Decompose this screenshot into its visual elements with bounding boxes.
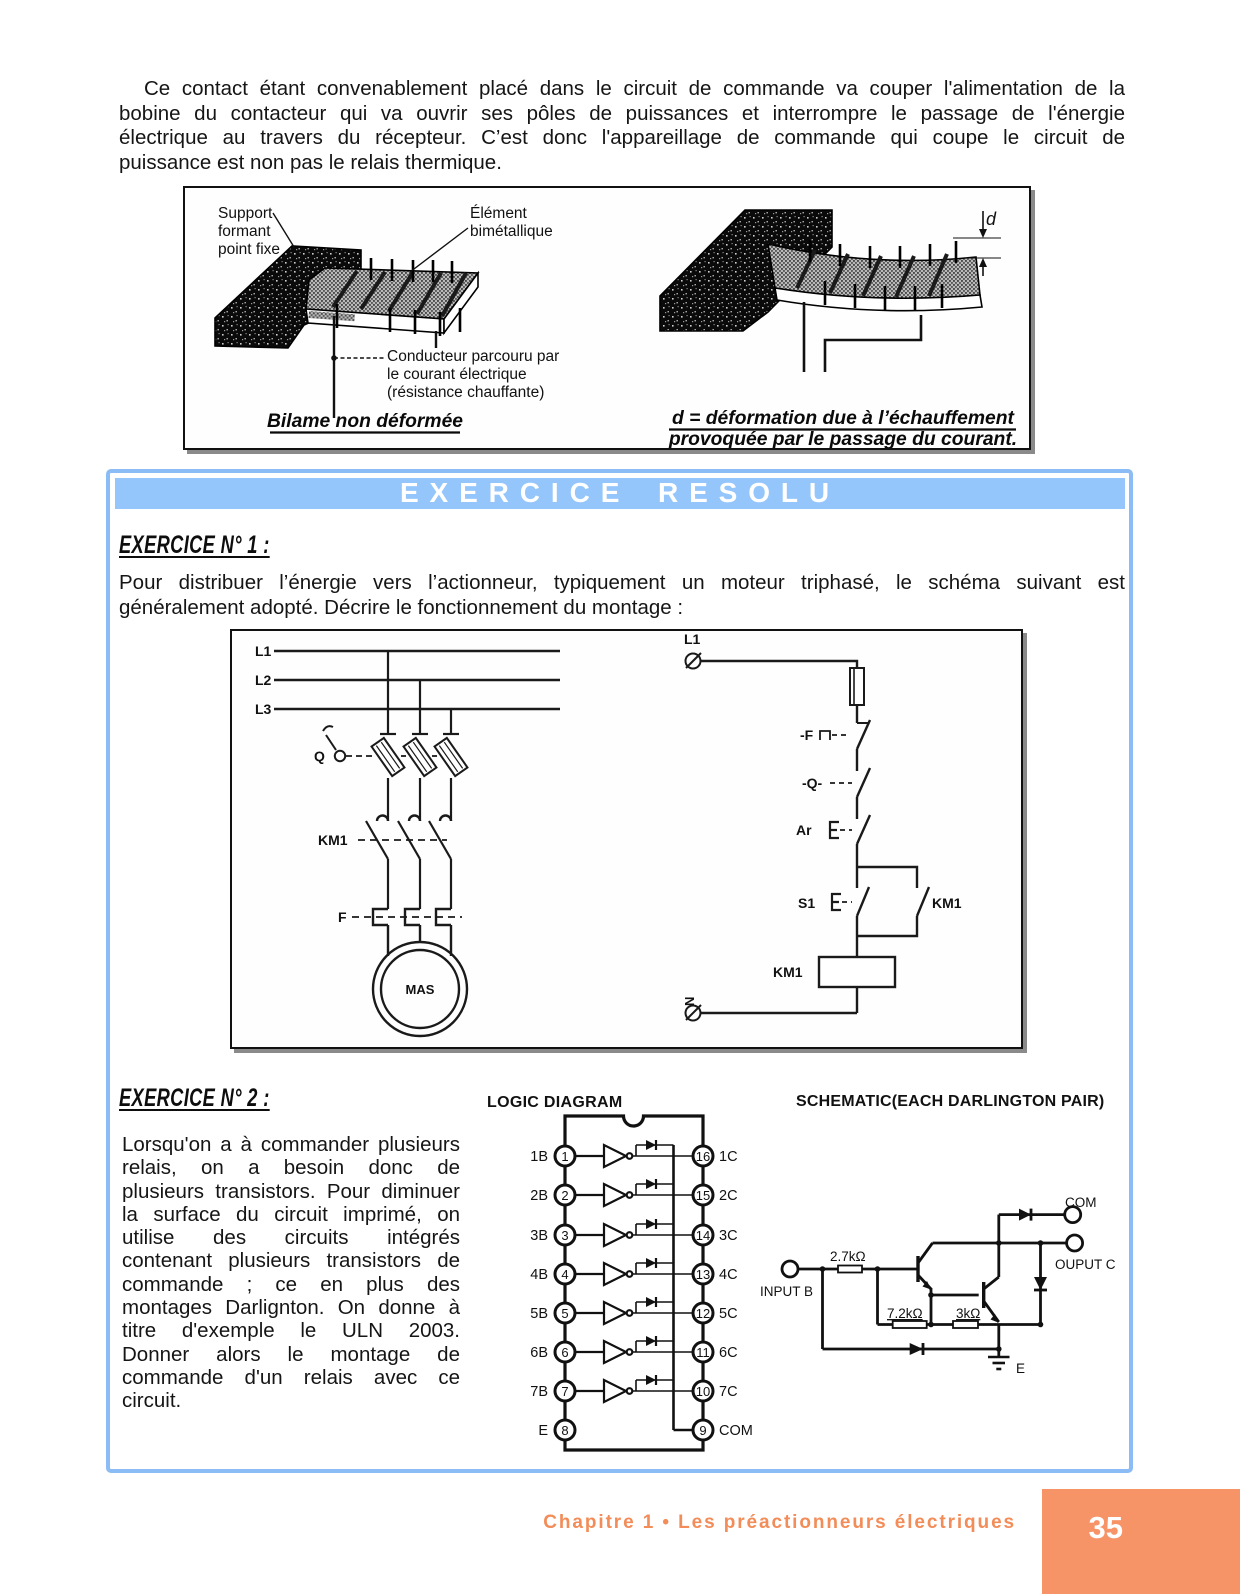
svg-text:d = déformation due à l’échauf: d = déformation due à l’échauffement — [672, 408, 1016, 429]
svg-text:S1: S1 — [798, 895, 815, 911]
svg-text:7: 7 — [561, 1384, 568, 1399]
svg-text:(résistance chauffante): (résistance chauffante) — [387, 384, 544, 401]
svg-text:F: F — [338, 909, 347, 925]
svg-text:-F: -F — [800, 727, 814, 743]
svg-text:le courant électrique: le courant électrique — [387, 366, 527, 383]
svg-text:INPUT B: INPUT B — [760, 1284, 813, 1299]
svg-text:6B: 6B — [530, 1345, 548, 1361]
svg-text:4B: 4B — [530, 1267, 548, 1283]
svg-text:L3: L3 — [255, 701, 272, 717]
svg-text:E: E — [1016, 1361, 1025, 1376]
svg-text:7B: 7B — [530, 1384, 548, 1400]
svg-text:5B: 5B — [530, 1306, 548, 1322]
svg-text:MAS: MAS — [406, 982, 435, 997]
svg-text:8: 8 — [561, 1423, 568, 1438]
svg-text:2.7kΩ: 2.7kΩ — [830, 1249, 866, 1264]
svg-text:L2: L2 — [255, 672, 272, 688]
svg-text:L1: L1 — [255, 643, 272, 659]
svg-text:3kΩ: 3kΩ — [956, 1306, 980, 1321]
svg-text:KM1: KM1 — [318, 832, 348, 848]
svg-text:provoquée par le passage du co: provoquée par le passage du courant. — [668, 429, 1017, 448]
svg-text:10: 10 — [696, 1384, 710, 1399]
svg-text:6: 6 — [561, 1345, 568, 1360]
svg-text:2: 2 — [561, 1188, 568, 1203]
svg-text:Bilame non déformée: Bilame non déformée — [267, 411, 463, 432]
svg-text:OUPUT C: OUPUT C — [1055, 1257, 1116, 1272]
svg-text:1C: 1C — [719, 1149, 738, 1165]
svg-text:6C: 6C — [719, 1345, 738, 1361]
svg-text:KM1: KM1 — [932, 895, 962, 911]
svg-text:Q: Q — [314, 748, 325, 764]
svg-text:formant: formant — [218, 223, 271, 240]
svg-text:3C: 3C — [719, 1228, 738, 1244]
svg-text:7C: 7C — [719, 1384, 738, 1400]
svg-text:2C: 2C — [719, 1188, 738, 1204]
svg-text:Élément: Élément — [470, 205, 528, 222]
svg-text:N: N — [682, 997, 697, 1006]
svg-text:LOGIC DIAGRAM: LOGIC DIAGRAM — [487, 1094, 622, 1111]
svg-text:11: 11 — [696, 1345, 710, 1360]
svg-text:Ar: Ar — [796, 822, 812, 838]
svg-text:1B: 1B — [530, 1149, 548, 1165]
svg-text:4C: 4C — [719, 1267, 738, 1283]
svg-text:COM: COM — [1065, 1195, 1097, 1210]
svg-text:-Q-: -Q- — [802, 775, 823, 791]
svg-text:Support: Support — [218, 205, 273, 222]
svg-text:L1: L1 — [684, 631, 701, 647]
svg-text:Conducteur parcouru par: Conducteur parcouru par — [387, 348, 559, 365]
svg-text:15: 15 — [696, 1188, 710, 1203]
svg-text:7.2kΩ: 7.2kΩ — [887, 1306, 923, 1321]
svg-text:2B: 2B — [530, 1188, 548, 1204]
svg-text:d: d — [986, 209, 997, 229]
svg-text:1: 1 — [561, 1149, 568, 1164]
svg-text:14: 14 — [696, 1228, 710, 1243]
svg-text:3B: 3B — [530, 1228, 548, 1244]
svg-text:COM: COM — [719, 1423, 753, 1439]
svg-text:16: 16 — [696, 1149, 710, 1164]
svg-text:E: E — [538, 1423, 548, 1439]
svg-text:4: 4 — [561, 1267, 568, 1282]
svg-text:5C: 5C — [719, 1306, 738, 1322]
svg-text:13: 13 — [696, 1267, 710, 1282]
svg-text:9: 9 — [699, 1423, 706, 1438]
svg-text:3: 3 — [561, 1228, 568, 1243]
svg-text:KM1: KM1 — [773, 964, 803, 980]
svg-text:12: 12 — [696, 1306, 710, 1321]
svg-text:5: 5 — [561, 1306, 568, 1321]
svg-text:bimétallique: bimétallique — [470, 223, 553, 240]
svg-text:point fixe: point fixe — [218, 241, 280, 258]
svg-text:SCHEMATIC(EACH DARLINGTON PAIR: SCHEMATIC(EACH DARLINGTON PAIR) — [796, 1093, 1104, 1110]
